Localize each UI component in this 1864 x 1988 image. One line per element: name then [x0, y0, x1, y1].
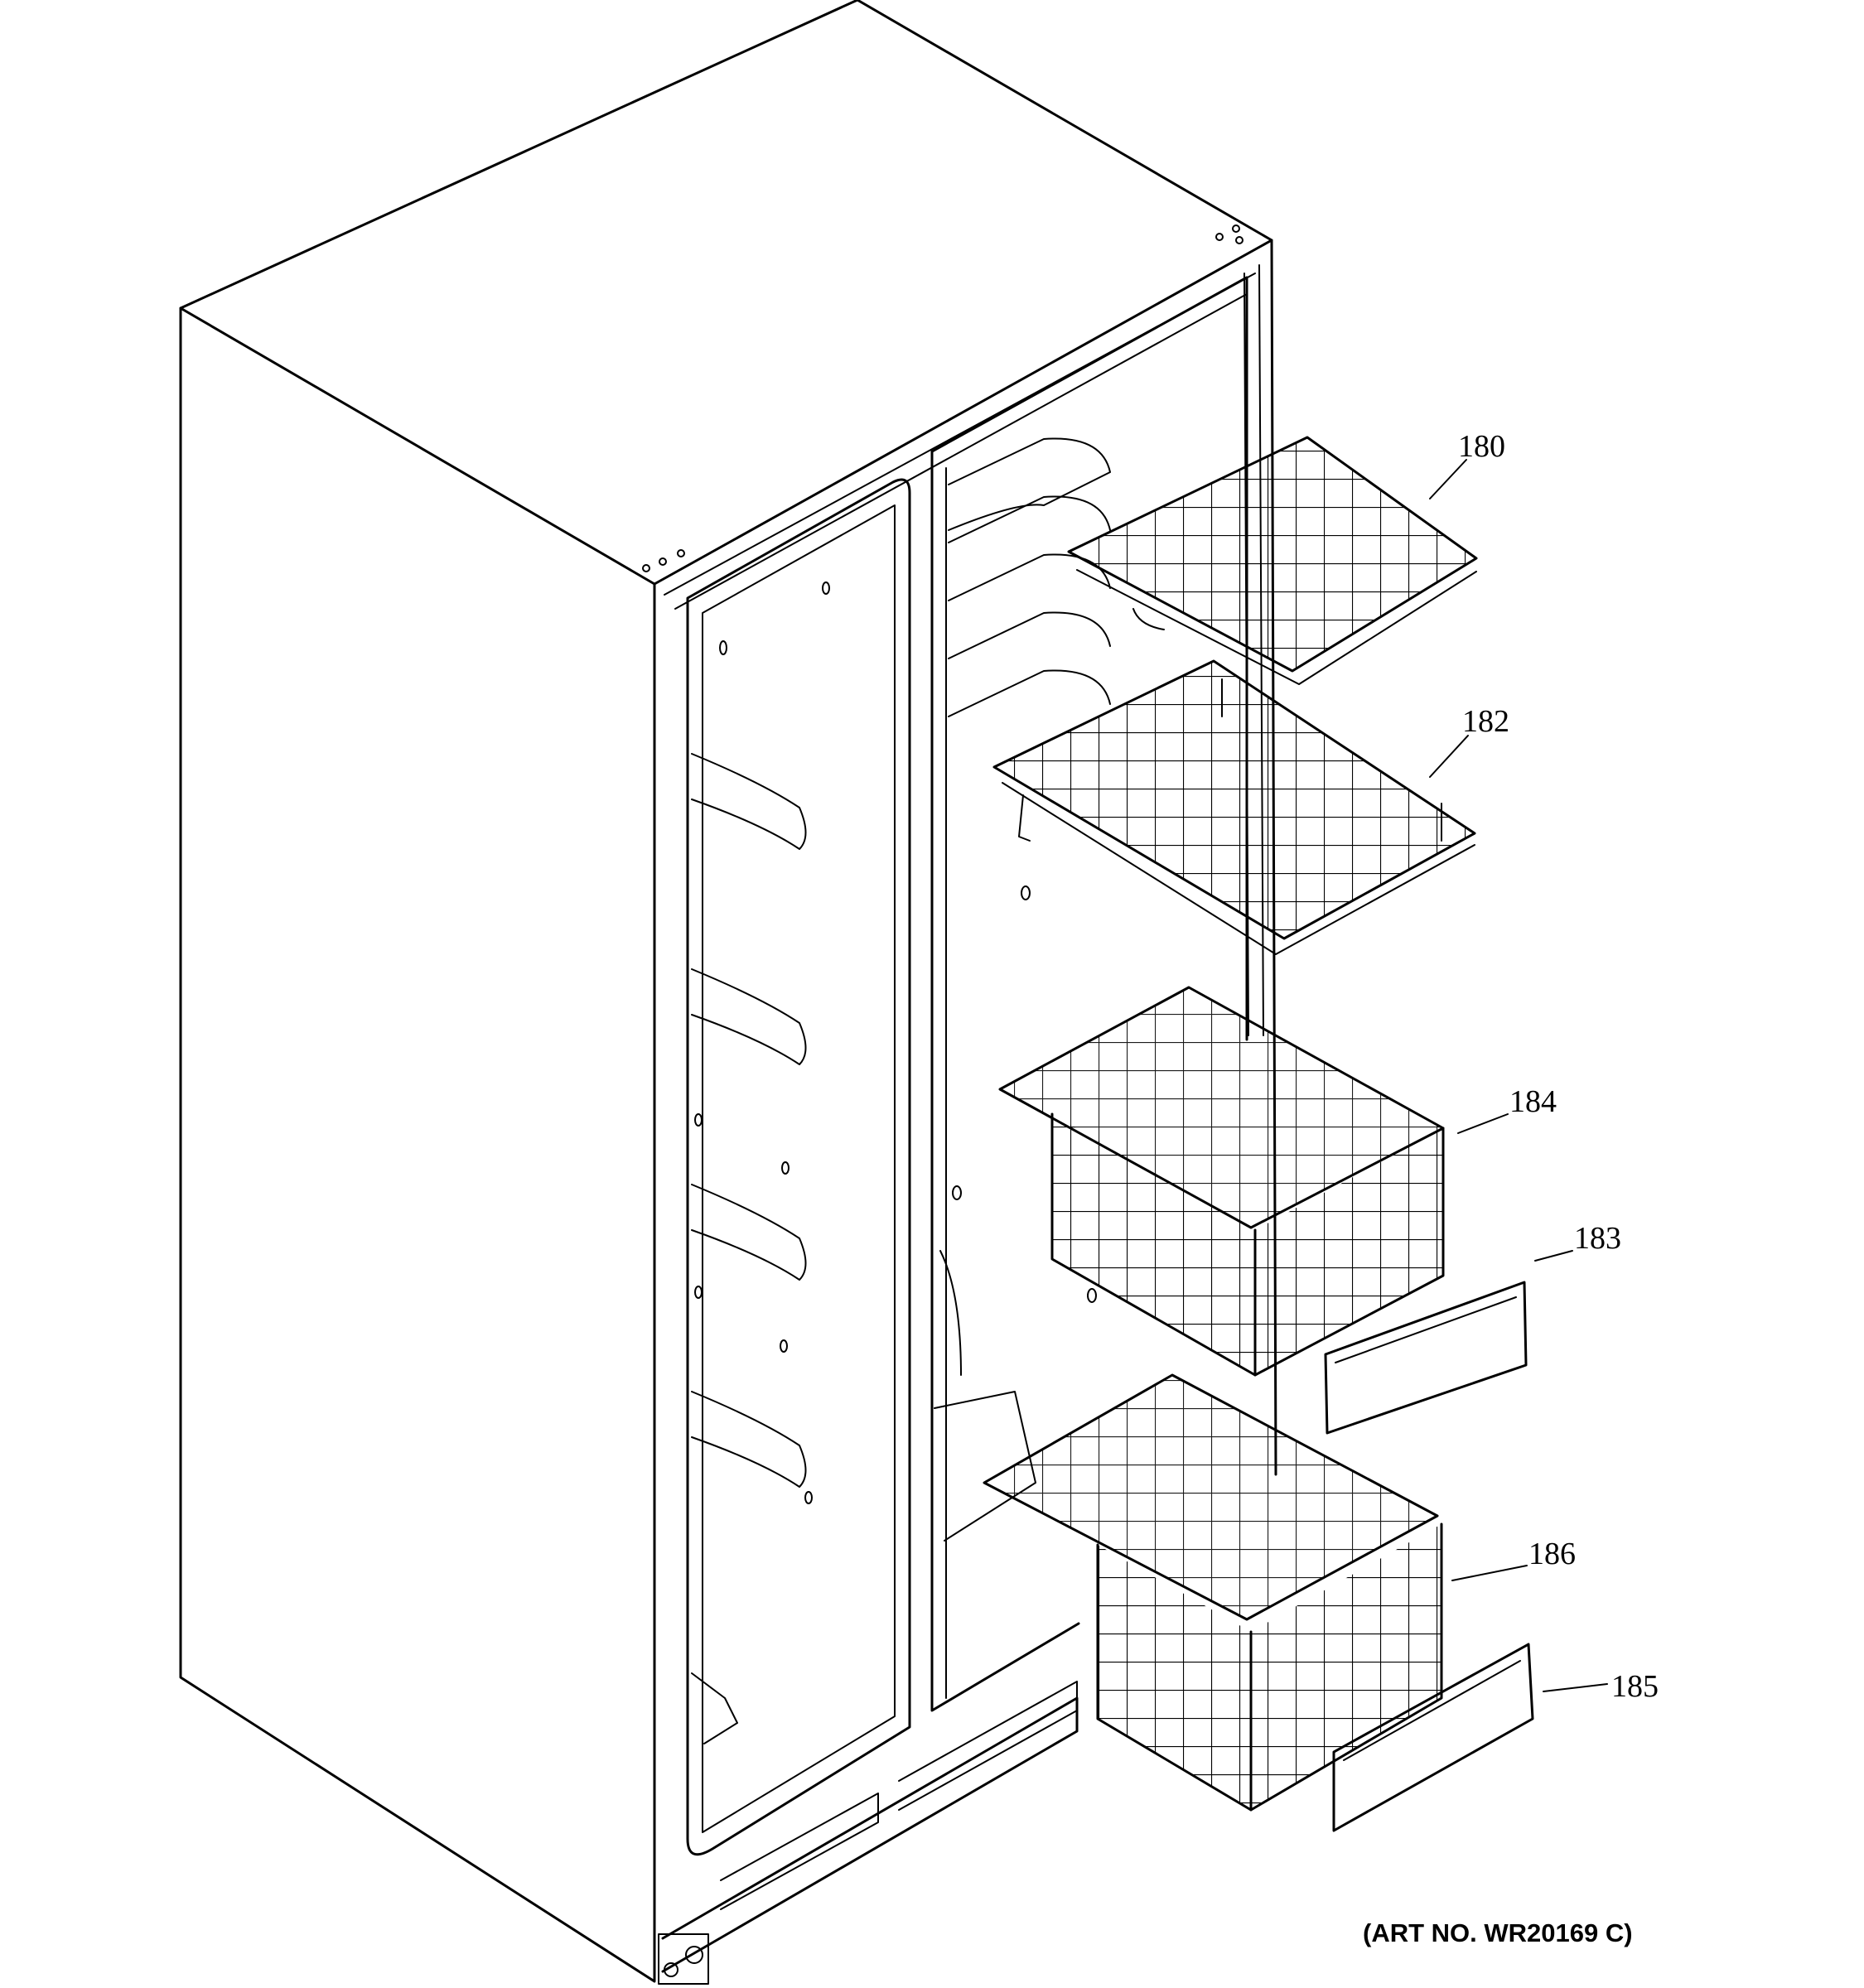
art-number: (ART NO. WR20169 C): [1363, 1918, 1633, 1947]
wire-shelf-182[interactable]: [992, 659, 1476, 955]
wire-shelf-180[interactable]: [1067, 436, 1478, 685]
callout-183: 183: [1574, 1221, 1621, 1256]
callout-182: 182: [1462, 704, 1509, 739]
base-grille: [658, 1681, 1079, 1985]
basket-front-panel-183[interactable]: [1324, 1281, 1528, 1435]
callout-185: 185: [1611, 1669, 1659, 1704]
freezer-compartment: [930, 276, 1248, 1712]
basket-front-panel-185[interactable]: [1332, 1643, 1534, 1832]
fresh-food-compartment: [686, 478, 911, 1856]
leader-lines: [1429, 459, 1608, 1692]
callout-184: 184: [1509, 1084, 1557, 1119]
wire-basket-184[interactable]: [998, 986, 1445, 1377]
callout-180: 180: [1458, 429, 1505, 464]
wire-basket-186[interactable]: [983, 1373, 1443, 1812]
callout-labels: 180 182 184 183 186 185: [1458, 429, 1659, 1704]
callout-186: 186: [1528, 1537, 1576, 1571]
